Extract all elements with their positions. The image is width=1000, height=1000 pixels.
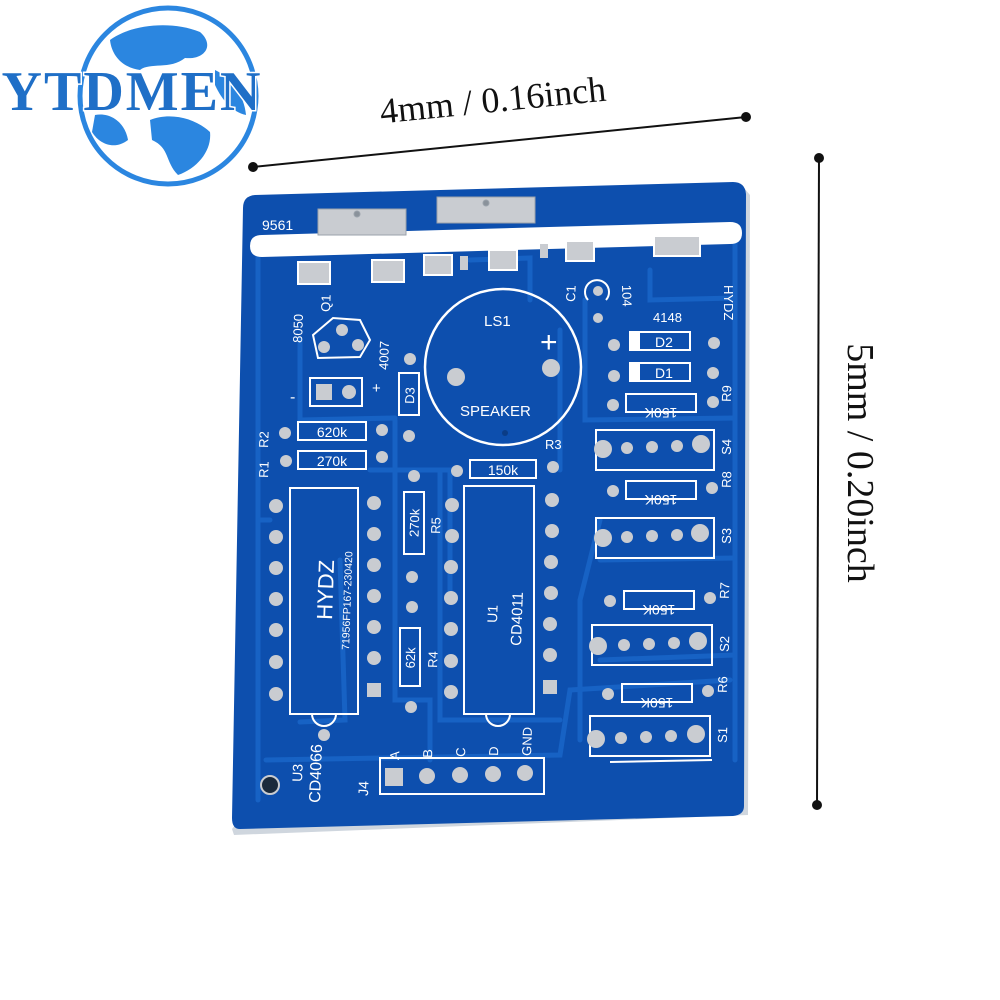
pin-c-label: C (453, 747, 468, 757)
c1-label: C1 (563, 285, 579, 302)
resistor-r2: 620k R2 (256, 421, 388, 448)
s2-label: S2 (717, 636, 733, 652)
r7-label: R7 (717, 582, 733, 599)
switch-s1: S1 (587, 715, 731, 757)
r9-value: 150K (644, 405, 677, 421)
board-slot (250, 222, 742, 257)
r2-label: R2 (256, 431, 272, 448)
q1-part-label: 8050 (290, 314, 306, 343)
resistor-r4: 62k R4 (399, 601, 441, 713)
resistor-r1: 270k R1 (256, 450, 388, 478)
resistor-r7: 150K R7 (604, 582, 732, 618)
header-j4: J4 A B C D GND (355, 727, 545, 797)
diode-part-label: 4148 (653, 310, 682, 325)
diode-d1: D1 (608, 362, 719, 382)
switch-s3: S3 (594, 517, 735, 559)
d1-label: D1 (655, 365, 673, 381)
dimension-endpoint-icon (741, 112, 751, 122)
ic-code-label: 71956FP167-230420 (340, 551, 355, 650)
r6-value: 150K (640, 695, 673, 711)
pin-d-label: D (486, 746, 501, 756)
d2-label: D2 (655, 334, 673, 350)
power-connector: - + (290, 377, 381, 407)
capacitor-c1: C1 104 (563, 279, 635, 323)
resistor-r5: 270k R5 (403, 470, 444, 583)
dimension-endpoint-icon (812, 800, 822, 810)
speaker-plus-label: + (540, 326, 558, 359)
height-label: 5mm / 0.20inch (839, 343, 881, 583)
ic-u1: U1 CD4011 (444, 485, 559, 727)
pin-a-label: A (387, 751, 402, 761)
r4-label: R4 (425, 651, 441, 668)
diode-d2: D2 (608, 331, 720, 351)
r1-label: R1 (256, 461, 272, 478)
u1-label: U1 (484, 604, 501, 623)
r9-label: R9 (719, 385, 735, 402)
dimension-endpoint-icon (814, 153, 824, 163)
speaker-label: SPEAKER (460, 403, 531, 420)
u3-label: U3 (289, 763, 306, 782)
r4-value: 62k (403, 647, 419, 669)
u3-part-label: CD4066 (307, 744, 326, 803)
dimension-endpoint-icon (248, 162, 258, 172)
transistor-q1: 8050 Q1 (290, 294, 372, 360)
logo-text: YTDMEN (2, 61, 263, 123)
width-dimension: 4mm / 0.16inch (248, 69, 751, 172)
r3-value: 150k (488, 462, 519, 478)
r8-label: R8 (719, 471, 735, 488)
resistor-r6: 150K R6 (602, 676, 730, 711)
pin-gnd-label: GND (519, 727, 535, 756)
corner-label: HYDZ (721, 285, 736, 320)
d3-label: D3 (402, 387, 418, 404)
minus-label: - (290, 389, 295, 406)
s1-label: S1 (715, 727, 731, 743)
switch-s2: S2 (589, 624, 733, 666)
resistor-r8: 150K R8 (607, 471, 734, 508)
pin-b-label: B (420, 749, 435, 758)
r8-value: 150K (644, 492, 677, 508)
width-label: 4mm / 0.16inch (378, 69, 608, 132)
r2-value: 620k (317, 424, 348, 440)
u1-part-label: CD4011 (508, 592, 527, 646)
s4-label: S4 (719, 439, 735, 455)
r1-value: 270k (317, 453, 348, 469)
switch-s4: S4 (594, 429, 735, 471)
r6-label: R6 (715, 676, 731, 693)
r5-value: 270k (407, 508, 423, 537)
ls1-label: LS1 (484, 313, 511, 330)
r5-label: R5 (428, 517, 444, 534)
ic-brand-label: HYDZ (312, 559, 339, 620)
board-code: 9561 (262, 217, 293, 233)
r3-label: R3 (545, 437, 562, 452)
q1-label: Q1 (318, 294, 334, 312)
brand-logo: YTDMEN (0, 5, 263, 187)
c1-value: 104 (619, 285, 635, 307)
resistor-r3: R3 150k (451, 437, 562, 479)
resistor-r9: 150K R9 (607, 385, 734, 421)
diode-d3: 4007 D3 (376, 341, 420, 442)
speaker-ls1: LS1 + SPEAKER (423, 287, 583, 447)
d3-part-label: 4007 (376, 341, 392, 370)
s3-label: S3 (719, 528, 735, 544)
j4-label: J4 (355, 781, 372, 797)
pcb-board: 9561 HYDZ 8050 Q1 - + 4007 D3 (232, 182, 750, 835)
plus-label: + (372, 380, 381, 397)
height-dimension: 5mm / 0.20inch (812, 153, 881, 810)
ic-u3: HYDZ 71956FP167-230420 U3 CD4066 (269, 487, 381, 803)
r7-value: 150K (642, 602, 675, 618)
